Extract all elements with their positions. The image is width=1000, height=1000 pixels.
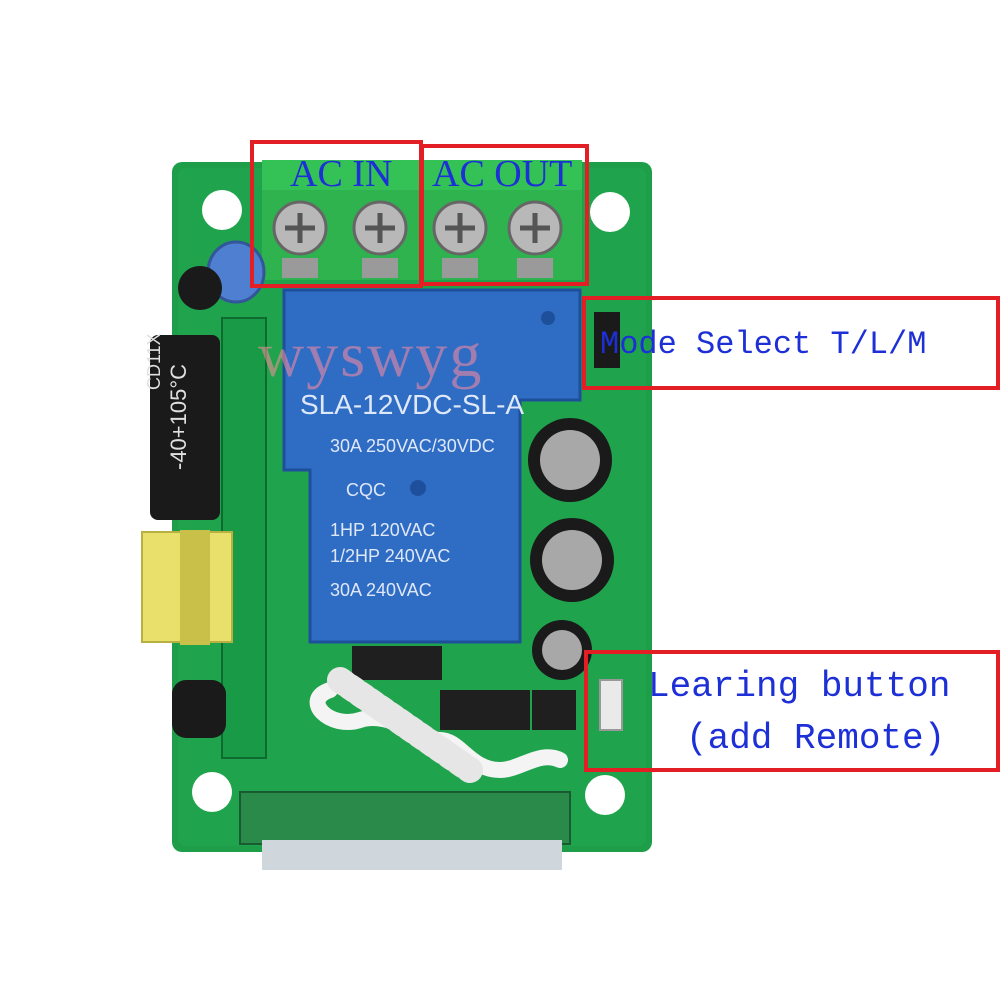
mount-hole — [590, 192, 630, 232]
learning-label-line1: Learing button — [648, 666, 951, 707]
ac-out-box: AC OUT — [420, 144, 589, 286]
antenna-coil — [309, 667, 568, 783]
relay-cert: CQC — [346, 480, 386, 500]
mount-hole — [585, 775, 625, 815]
ac-out-label: AC OUT — [432, 153, 573, 195]
relay-rating: 30A 250VAC/30VDC — [330, 436, 495, 456]
mode-select-box: Mode Select T/L/M — [582, 296, 1000, 390]
varistor — [172, 680, 226, 738]
relay-model: SLA-12VDC-SL-A — [300, 389, 524, 420]
capacitor-label: CD11X — [144, 333, 164, 390]
relay-rating: 1HP 120VAC — [330, 520, 435, 540]
ic-chip — [440, 690, 530, 730]
mode-select-label: Mode Select T/L/M — [600, 326, 927, 363]
ac-in-box: AC IN — [250, 140, 423, 288]
relay: SLA-12VDC-SL-A 30A 250VAC/30VDC CQC 1HP … — [282, 288, 582, 644]
ic-chip — [532, 690, 576, 730]
rf-module — [239, 791, 571, 845]
inductor — [178, 266, 222, 310]
ac-in-label: AC IN — [290, 153, 393, 195]
mount-hole — [192, 772, 232, 812]
learning-label-line2: (add Remote) — [686, 718, 946, 759]
ic-chip — [352, 646, 442, 680]
relay-rating: 1/2HP 240VAC — [330, 546, 450, 566]
capacitor-array — [528, 418, 614, 680]
mount-hole — [202, 190, 242, 230]
electrolytic-capacitor — [150, 335, 220, 520]
watermark: wyswyg — [258, 319, 484, 390]
mode-jumper — [594, 312, 620, 368]
relay-rating: 30A 240VAC — [330, 580, 432, 600]
learning-button — [599, 679, 623, 731]
learning-button-box: Learing button (add Remote) — [584, 650, 1000, 772]
capacitor-label: -40+105°C — [166, 364, 191, 470]
